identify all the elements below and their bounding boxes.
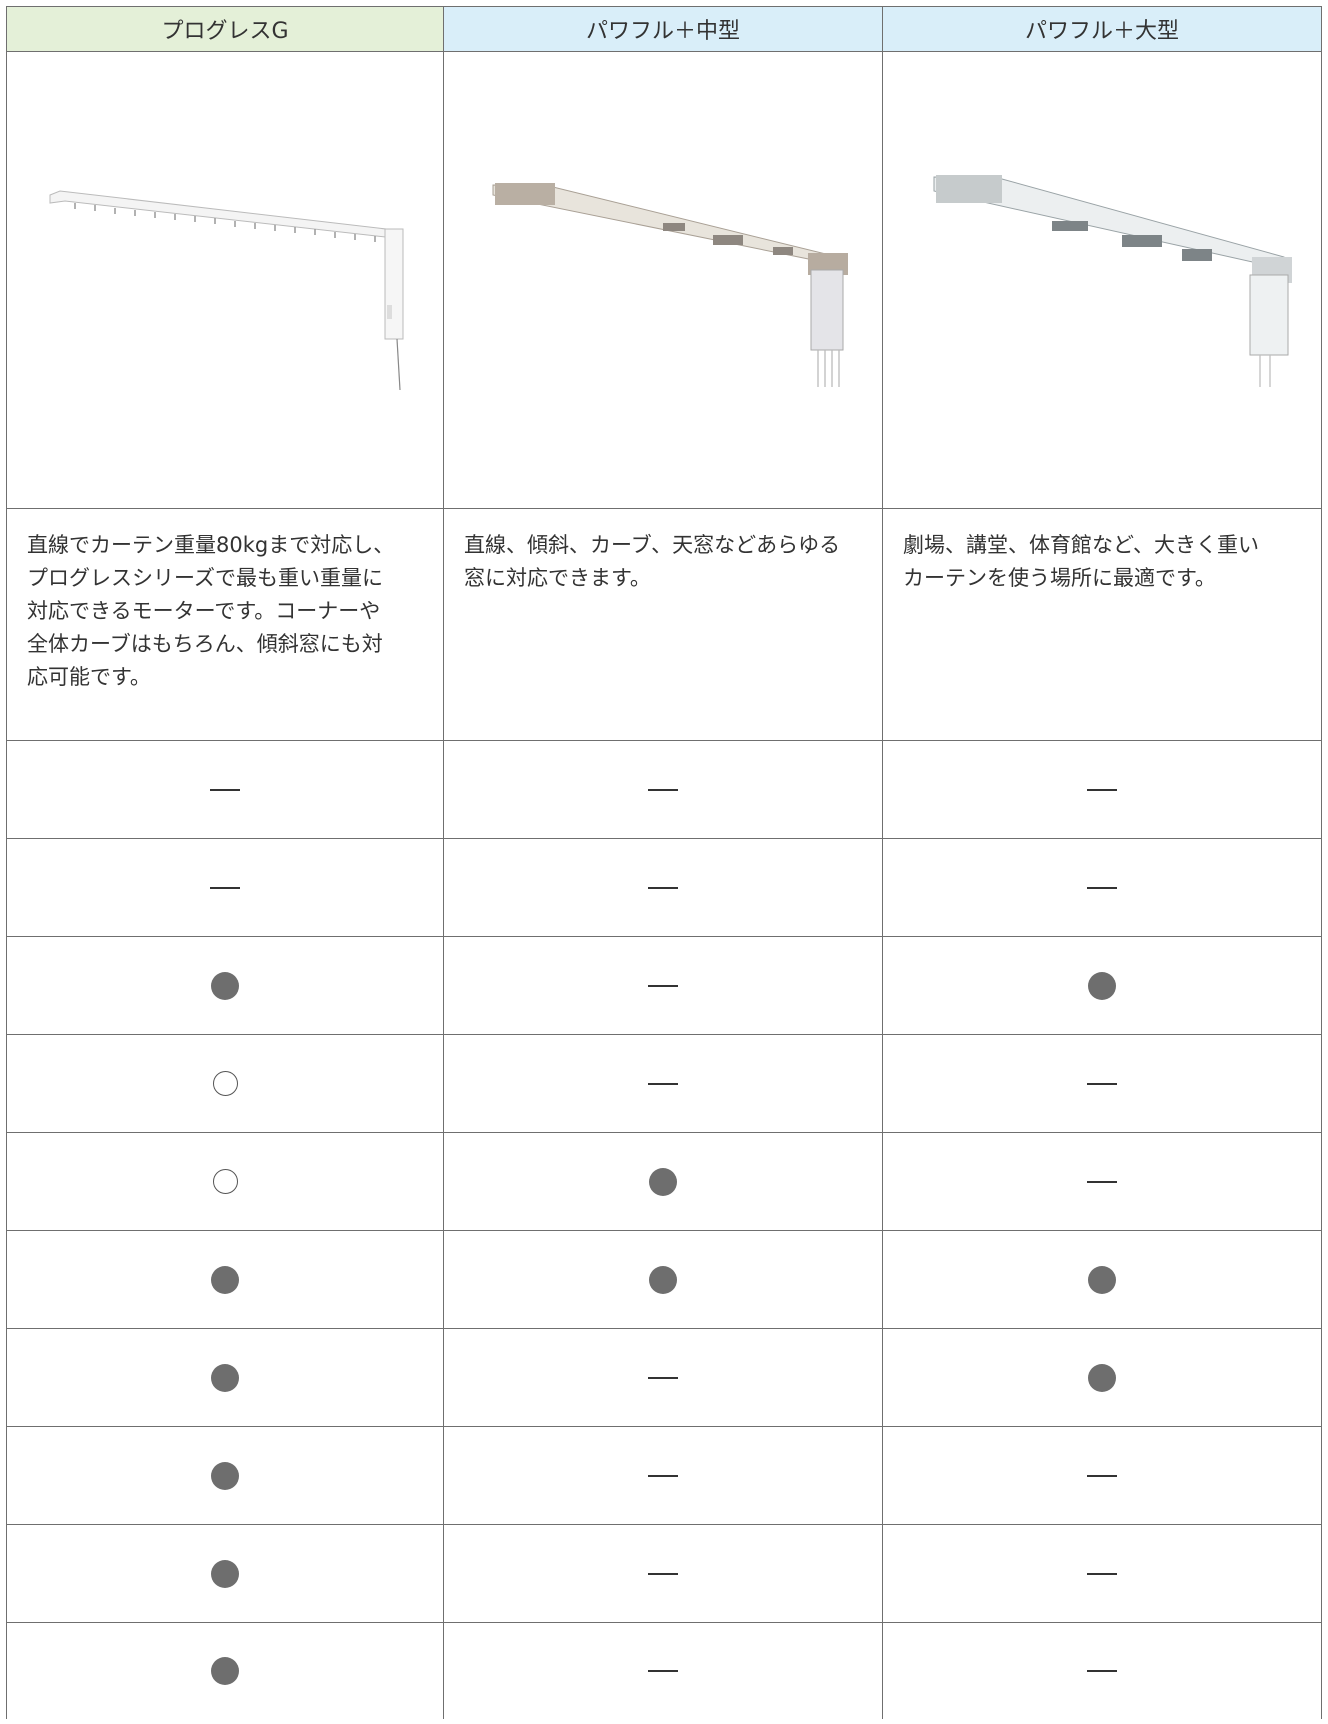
- table-cell: [444, 1231, 883, 1329]
- table-cell: [6, 1525, 444, 1623]
- table-cell: [444, 1623, 883, 1719]
- product-image-powerful-large: [883, 52, 1322, 509]
- dash-icon: [1087, 1180, 1117, 1183]
- filled-circle-icon: [649, 1265, 677, 1294]
- filled-circle-icon: [211, 1363, 239, 1392]
- dash-icon: [1087, 1474, 1117, 1477]
- table-cell: [883, 1623, 1322, 1719]
- table-cell: [883, 937, 1322, 1035]
- product-description: 直線、傾斜、カーブ、天窓などあらゆる 窓に対応できます。: [444, 509, 883, 741]
- table-cell: [883, 1035, 1322, 1133]
- dash-icon: [648, 788, 678, 791]
- filled-circle-icon: [211, 1461, 239, 1490]
- dash-icon: [210, 886, 240, 889]
- table-cell: [883, 1329, 1322, 1427]
- filled-circle-icon: [211, 1559, 239, 1588]
- table-cell: [444, 839, 883, 937]
- dash-icon: [648, 1376, 678, 1379]
- product-image-powerful-medium: [444, 52, 883, 509]
- dash-icon: [1087, 1572, 1117, 1575]
- table-cell: [6, 839, 444, 937]
- table-cell: [883, 839, 1322, 937]
- comparison-table: プログレスG パワフル＋中型 パワフル＋大型: [6, 6, 1322, 1724]
- dash-icon: [648, 984, 678, 987]
- table-cell: [444, 741, 883, 839]
- table-cell: [444, 1133, 883, 1231]
- table-cell: [883, 1427, 1322, 1525]
- dash-icon: [1087, 788, 1117, 791]
- column-header-label: パワフル＋大型: [1024, 19, 1179, 44]
- product-description: 直線でカーテン重量80kgまで対応し、 プログレスシリーズで最も重い重量に 対応…: [6, 509, 444, 741]
- dash-icon: [1087, 886, 1117, 889]
- dash-icon: [210, 788, 240, 791]
- curtain-rail-motor-image: [49, 190, 404, 391]
- curtain-rail-motor-image: [933, 175, 1292, 387]
- dash-icon: [648, 1572, 678, 1575]
- table-cell: [444, 937, 883, 1035]
- open-circle-icon: [212, 1169, 238, 1194]
- filled-circle-icon: [211, 971, 239, 1000]
- dash-icon: [648, 1474, 678, 1477]
- filled-circle-icon: [1088, 1363, 1116, 1392]
- table-cell: [6, 1623, 444, 1719]
- table-cell: [444, 1525, 883, 1623]
- table-cell: [6, 1035, 444, 1133]
- table-cell: [6, 1427, 444, 1525]
- filled-circle-icon: [211, 1657, 239, 1685]
- column-header-powerful-large: パワフル＋大型: [883, 6, 1322, 52]
- filled-circle-icon: [649, 1167, 677, 1196]
- table-cell: [6, 1329, 444, 1427]
- table-cell: [6, 937, 444, 1035]
- table-cell: [883, 741, 1322, 839]
- table-cell: [883, 1231, 1322, 1329]
- description-text: 劇場、講堂、体育館など、大きく重い カーテンを使う場所に最適です。: [903, 533, 1259, 590]
- dash-icon: [1087, 1082, 1117, 1085]
- dash-icon: [648, 1082, 678, 1085]
- table-cell: [883, 1133, 1322, 1231]
- dash-icon: [648, 886, 678, 889]
- table-cell: [883, 1525, 1322, 1623]
- open-circle-icon: [212, 1071, 238, 1096]
- column-header-powerful-medium: パワフル＋中型: [444, 6, 883, 52]
- table-cell: [444, 1427, 883, 1525]
- filled-circle-icon: [1088, 971, 1116, 1000]
- product-image-progress-g: [6, 52, 444, 509]
- filled-circle-icon: [211, 1265, 239, 1294]
- table-cell: [6, 1133, 444, 1231]
- column-header-progress-g: プログレスG: [6, 6, 444, 52]
- dash-icon: [1087, 1670, 1117, 1672]
- filled-circle-icon: [1088, 1265, 1116, 1294]
- column-header-label: プログレスG: [161, 19, 289, 44]
- table-cell: [444, 1035, 883, 1133]
- table-cell: [6, 741, 444, 839]
- curtain-rail-motor-image: [492, 183, 848, 387]
- product-description: 劇場、講堂、体育館など、大きく重い カーテンを使う場所に最適です。: [883, 509, 1322, 741]
- description-text: 直線、傾斜、カーブ、天窓などあらゆる 窓に対応できます。: [464, 533, 841, 590]
- column-header-label: パワフル＋中型: [585, 19, 740, 44]
- description-text: 直線でカーテン重量80kgまで対応し、 プログレスシリーズで最も重い重量に 対応…: [27, 533, 395, 689]
- table-cell: [6, 1231, 444, 1329]
- table-cell: [444, 1329, 883, 1427]
- dash-icon: [648, 1670, 678, 1672]
